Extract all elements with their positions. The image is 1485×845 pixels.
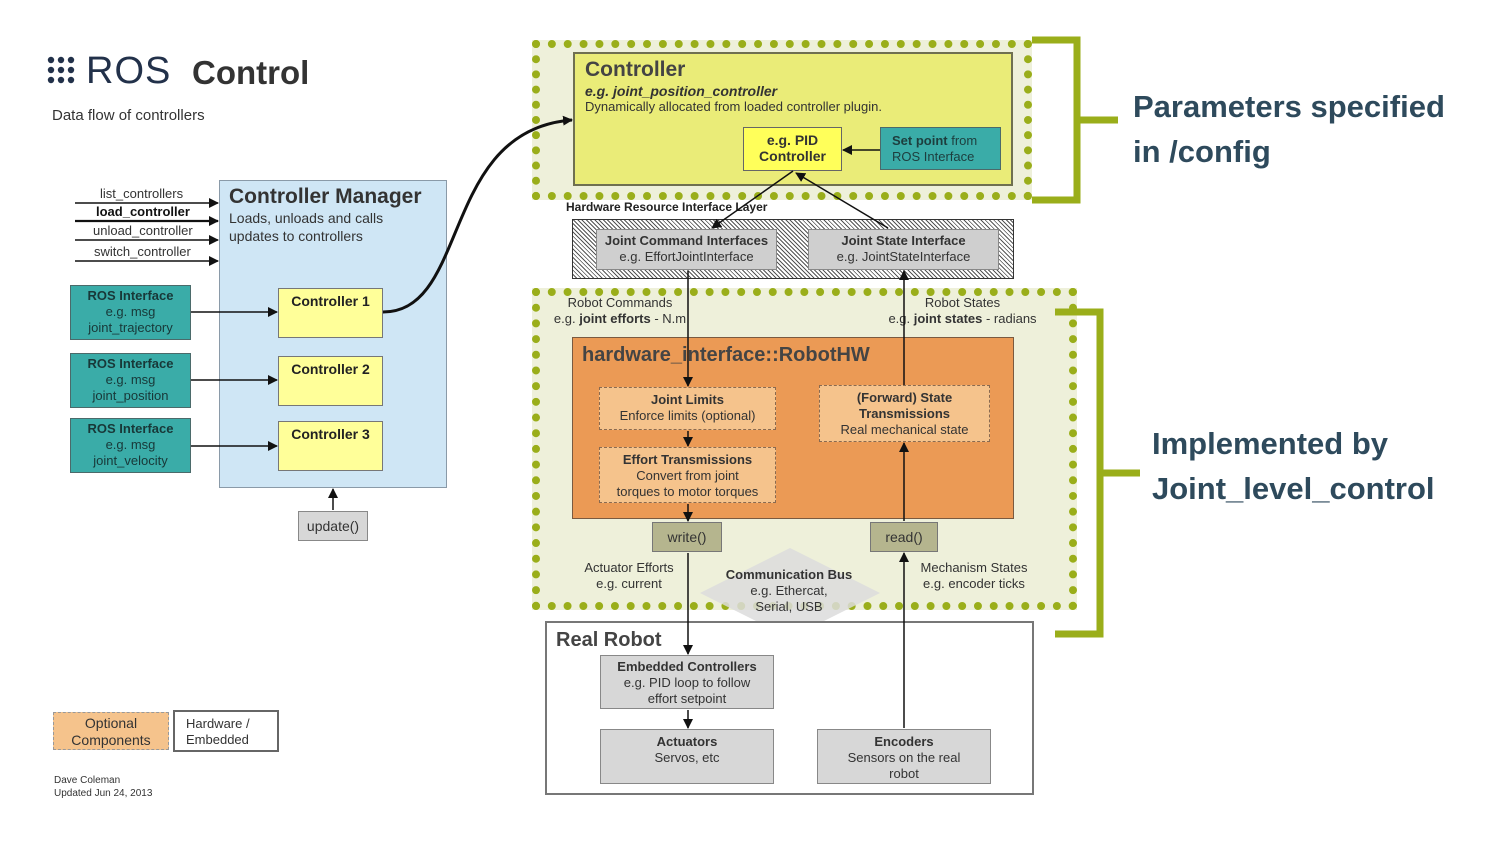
service-label: load_controller: [96, 204, 190, 219]
controller-2-box: Controller 2: [278, 356, 383, 406]
ros-interface-line: e.g. msg: [105, 372, 156, 387]
pid-line: Controller: [759, 148, 826, 164]
state-title: Joint State Interface: [841, 233, 966, 248]
pid-controller-box: e.g. PID Controller: [743, 127, 842, 171]
actuators-desc: Servos, etc: [654, 750, 720, 765]
effort-title: Effort Transmissions: [622, 452, 753, 467]
setpoint-line2: ROS Interface: [892, 149, 975, 164]
hw-layer-title: Hardware Resource Interface Layer: [566, 200, 768, 214]
ros-interface-line: joint_position: [92, 388, 169, 403]
actuators-box: Actuators Servos, etc: [600, 729, 774, 784]
impl-annotation: Implemented by Joint_level_control: [1152, 426, 1435, 506]
emb-desc: e.g. PID loop to follow: [623, 675, 751, 690]
mechanism-states-label: Mechanism States e.g. encoder ticks: [920, 560, 1028, 591]
legend-optional-line: Optional: [84, 715, 138, 731]
credit-updated: Updated Jun 24, 2013: [54, 788, 153, 799]
controller-manager-desc: updates to controllers: [229, 228, 363, 244]
controller-example: e.g. joint_position_controller: [585, 83, 778, 99]
joint-limits-desc: Enforce limits (optional): [619, 408, 756, 423]
ros-dots-icon: [47, 56, 75, 84]
setpoint-bold: Set point: [892, 133, 948, 148]
page-subtitle: Data flow of controllers: [52, 107, 205, 124]
setpoint-rest: from: [947, 133, 978, 148]
encoders-desc: robot: [889, 766, 919, 781]
embedded-controllers-box: Embedded Controllers e.g. PID loop to fo…: [600, 655, 774, 709]
setpoint-box: Set point from ROS Interface: [880, 127, 1001, 170]
service-label: switch_controller: [94, 244, 191, 259]
joint-limits-title: Joint Limits: [651, 392, 724, 407]
ros-interface-box: ROS Interface e.g. msg joint_position: [70, 353, 191, 408]
legend-optional: Optional Components: [53, 712, 169, 750]
controller-2-label: Controller 2: [291, 361, 370, 377]
controller-manager-desc: Loads, unloads and calls: [229, 210, 384, 226]
legend-hardware: Hardware / Embedded: [173, 710, 279, 752]
state-trans-desc: Real mechanical state: [840, 422, 969, 437]
legend-hardware-line: Embedded: [186, 732, 249, 747]
ros-interface-title: ROS Interface: [87, 421, 174, 436]
state-trans-title: (Forward) State: [856, 390, 953, 405]
emb-title: Embedded Controllers: [617, 659, 757, 674]
encoders-box: Encoders Sensors on the real robot: [817, 729, 991, 784]
robothw-title: hardware_interface::RobotHW: [582, 344, 870, 366]
update-button: update(): [298, 511, 368, 541]
effort-desc: torques to motor torques: [616, 484, 759, 499]
ros-interface-title: ROS Interface: [87, 356, 174, 371]
effort-transmissions-box: Effort Transmissions Convert from joint …: [599, 447, 776, 503]
robot-states-label: Robot States e.g. joint states - radians: [888, 295, 1037, 326]
ros-interface-line: e.g. msg: [105, 437, 156, 452]
controller-manager-title: Controller Manager: [229, 185, 422, 208]
logo-text: ROS: [86, 50, 172, 92]
actuator-efforts-label: Actuator Efforts e.g. current: [584, 560, 674, 591]
controller-desc: Dynamically allocated from loaded contro…: [585, 99, 882, 114]
emb-desc: effort setpoint: [647, 691, 727, 706]
ros-interface-line: joint_velocity: [93, 453, 168, 468]
page-title: Control: [192, 54, 310, 91]
encoders-title: Encoders: [874, 734, 934, 749]
write-button: write(): [652, 522, 722, 552]
ros-logo: [46, 54, 86, 86]
controller-3-box: Controller 3: [278, 421, 383, 471]
real-robot-title: Real Robot: [556, 629, 662, 651]
cmd-example: e.g. EffortJointInterface: [619, 249, 754, 264]
joint-command-interfaces-box: Joint Command Interfaces e.g. EffortJoin…: [596, 229, 777, 270]
cmd-title: Joint Command Interfaces: [604, 233, 769, 248]
read-button: read(): [870, 522, 938, 552]
state-transmissions-box: (Forward) State Transmissions Real mecha…: [819, 385, 990, 442]
pid-line: e.g. PID: [766, 132, 819, 148]
joint-state-interface-box: Joint State Interface e.g. JointStateInt…: [808, 229, 999, 270]
controller-1-label: Controller 1: [291, 293, 370, 309]
encoders-desc: Sensors on the real: [847, 750, 961, 765]
ros-interface-line: e.g. msg: [105, 304, 156, 319]
ros-interface-box: ROS Interface e.g. msg joint_trajectory: [70, 285, 191, 340]
service-label: list_controllers: [100, 186, 184, 201]
update-label: update(): [306, 518, 360, 534]
state-example: e.g. JointStateInterface: [836, 249, 971, 264]
ros-interface-title: ROS Interface: [87, 288, 174, 303]
write-label: write(): [667, 529, 707, 545]
controller-title: Controller: [585, 58, 686, 81]
ros-interface-box: ROS Interface e.g. msg joint_velocity: [70, 418, 191, 473]
joint-limits-box: Joint Limits Enforce limits (optional): [599, 387, 776, 430]
params-annotation: Parameters specified in /config: [1133, 89, 1445, 169]
actuators-title: Actuators: [656, 734, 718, 749]
state-trans-title: Transmissions: [858, 406, 951, 421]
robot-commands-label: Robot Commands e.g. joint efforts - N.m: [553, 295, 687, 326]
service-label: unload_controller: [93, 223, 193, 238]
legend-hardware-line: Hardware /: [186, 716, 250, 731]
credit-author: Dave Coleman: [54, 775, 121, 786]
controller-3-label: Controller 3: [291, 426, 370, 442]
comm-bus-shape: [700, 548, 880, 638]
legend-optional-line: Components: [71, 732, 151, 748]
effort-desc: Convert from joint: [636, 468, 739, 483]
comm-bus-label: Communication Bus e.g. Ethercat, Serial,…: [725, 567, 853, 614]
controller-1-box: Controller 1: [278, 288, 383, 338]
read-label: read(): [885, 529, 923, 545]
ros-interface-line: joint_trajectory: [88, 320, 173, 335]
